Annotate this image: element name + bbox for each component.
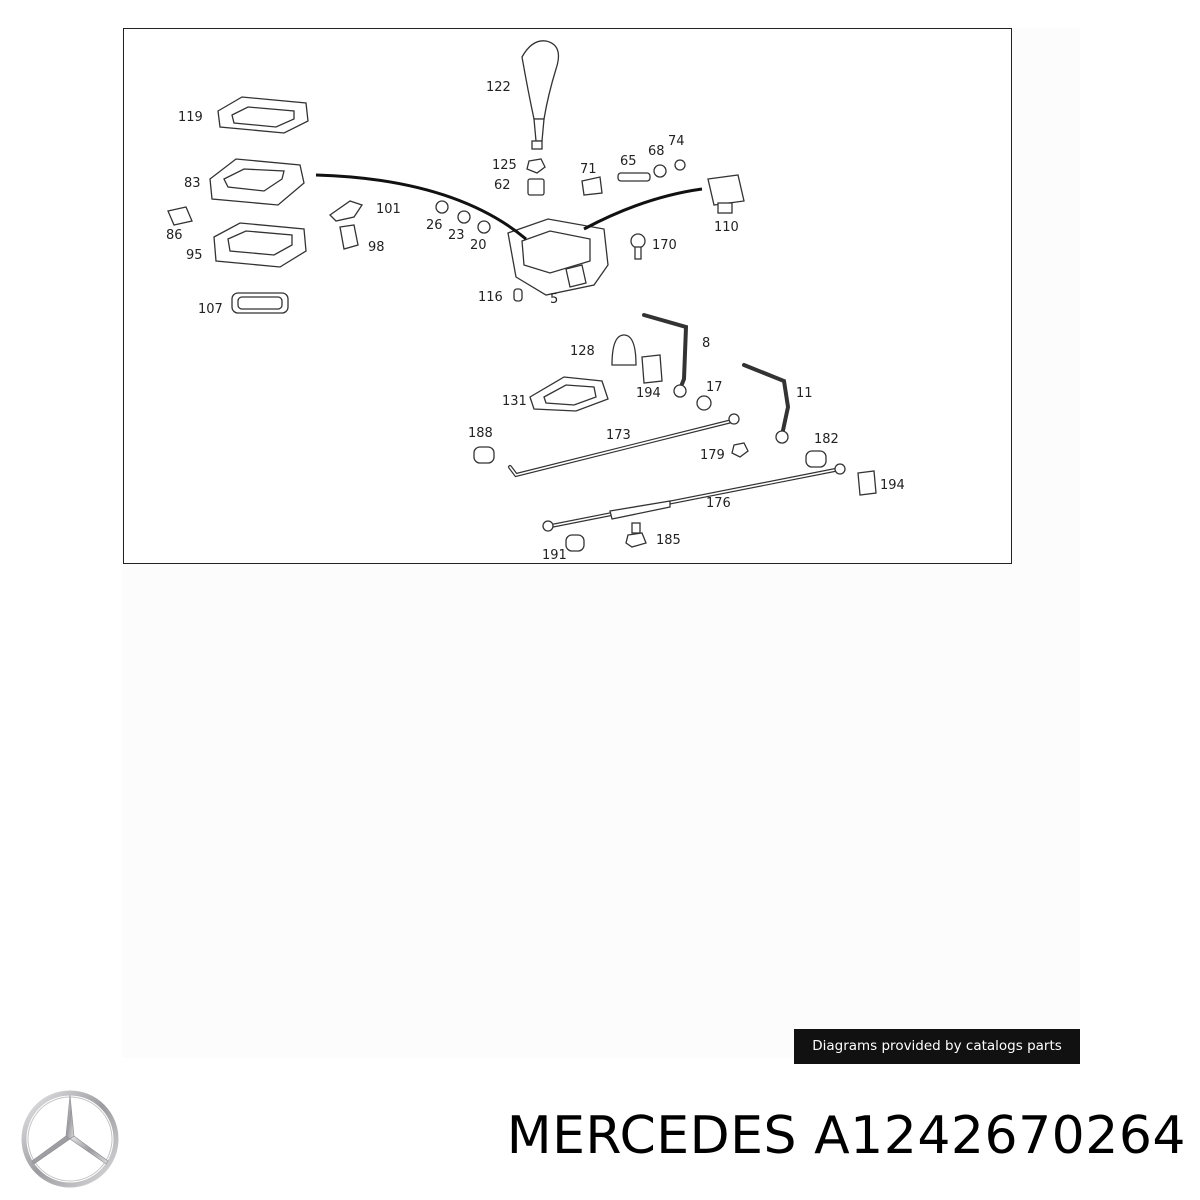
part-rod: [542, 463, 846, 532]
callout-label: 98: [368, 240, 385, 255]
part-shift-panel: [209, 158, 305, 206]
callout-label: 182: [814, 432, 839, 447]
callout-label: 170: [652, 238, 677, 253]
callout-label: 110: [714, 220, 739, 235]
callout-label: 95: [186, 248, 203, 263]
part-selector-housing: [507, 218, 609, 296]
part-rod: [508, 413, 740, 478]
part-lower-housing: [213, 222, 307, 268]
part-shift-lever: [742, 363, 791, 444]
parts-diagram: 122 119 125 71 65 68 74 83 62 101 26 23 …: [123, 28, 1012, 564]
part-pin: [617, 172, 651, 182]
callout-label: 86: [166, 228, 183, 243]
diagram-credit-banner: Diagrams provided by catalogs parts: [794, 1029, 1080, 1064]
part-nut: [731, 442, 749, 458]
callout-label: 74: [668, 134, 685, 149]
part-boot-seal: [231, 292, 289, 314]
part-ring: [477, 220, 491, 234]
callout-label: 68: [648, 144, 665, 159]
part-ring: [435, 200, 449, 214]
part-ring: [653, 164, 667, 178]
mercedes-star-icon: [21, 1090, 119, 1188]
callout-label: 194: [636, 386, 661, 401]
callout-label: 173: [606, 428, 631, 443]
callout-label: 5: [550, 292, 558, 307]
part-clip: [167, 206, 193, 226]
callout-label: 62: [494, 178, 511, 193]
part-clip: [857, 470, 877, 496]
callout-label: 23: [448, 228, 465, 243]
part-bushing: [473, 446, 495, 464]
part-grommet: [611, 334, 637, 366]
callout-label: 65: [620, 154, 637, 169]
callout-label: 191: [542, 548, 567, 563]
callout-label: 188: [468, 426, 493, 441]
callout-label: 176: [706, 496, 731, 511]
callout-label: 20: [470, 238, 487, 253]
part-switch: [707, 174, 745, 214]
part-shift-lever: [642, 313, 689, 398]
diagram-drawing: 122 119 125 71 65 68 74 83 62 101 26 23 …: [166, 40, 905, 563]
part-trim-frame: [217, 96, 309, 134]
callout-label: 131: [502, 394, 527, 409]
product-title: MERCEDES A1242670264: [507, 1106, 1186, 1166]
part-bushing: [696, 395, 712, 411]
part-bolt: [630, 233, 646, 260]
callout-label: 26: [426, 218, 443, 233]
callout-label: 122: [486, 80, 511, 95]
callout-label: 83: [184, 176, 201, 191]
part-bolt: [625, 522, 647, 548]
callout-label: 116: [478, 290, 503, 305]
callout-label: 8: [702, 336, 710, 351]
part-gasket: [529, 376, 609, 412]
part-bushing: [805, 450, 827, 468]
part-clip: [641, 354, 663, 384]
part-gear-knob: [521, 40, 560, 150]
callout-label: 185: [656, 533, 681, 548]
callout-label: 125: [492, 158, 517, 173]
callout-label: 11: [796, 386, 813, 401]
part-ring: [457, 210, 471, 224]
part-bushing: [565, 534, 585, 552]
part-bulb: [513, 288, 523, 302]
callout-label: 179: [700, 448, 725, 463]
part-bracket: [581, 176, 603, 196]
callout-label: 119: [178, 110, 203, 125]
part-number: A1242670264: [814, 1106, 1186, 1166]
callout-label: 71: [580, 162, 597, 177]
part-detent: [339, 224, 359, 250]
brand-name: MERCEDES: [506, 1106, 798, 1166]
part-ring: [674, 159, 686, 171]
part-nut: [526, 158, 546, 196]
callout-label: 128: [570, 344, 595, 359]
callout-label: 17: [706, 380, 723, 395]
callout-label: 101: [376, 202, 401, 217]
part-lever: [328, 200, 364, 222]
callout-label: 107: [198, 302, 223, 317]
callout-label: 194: [880, 478, 905, 493]
